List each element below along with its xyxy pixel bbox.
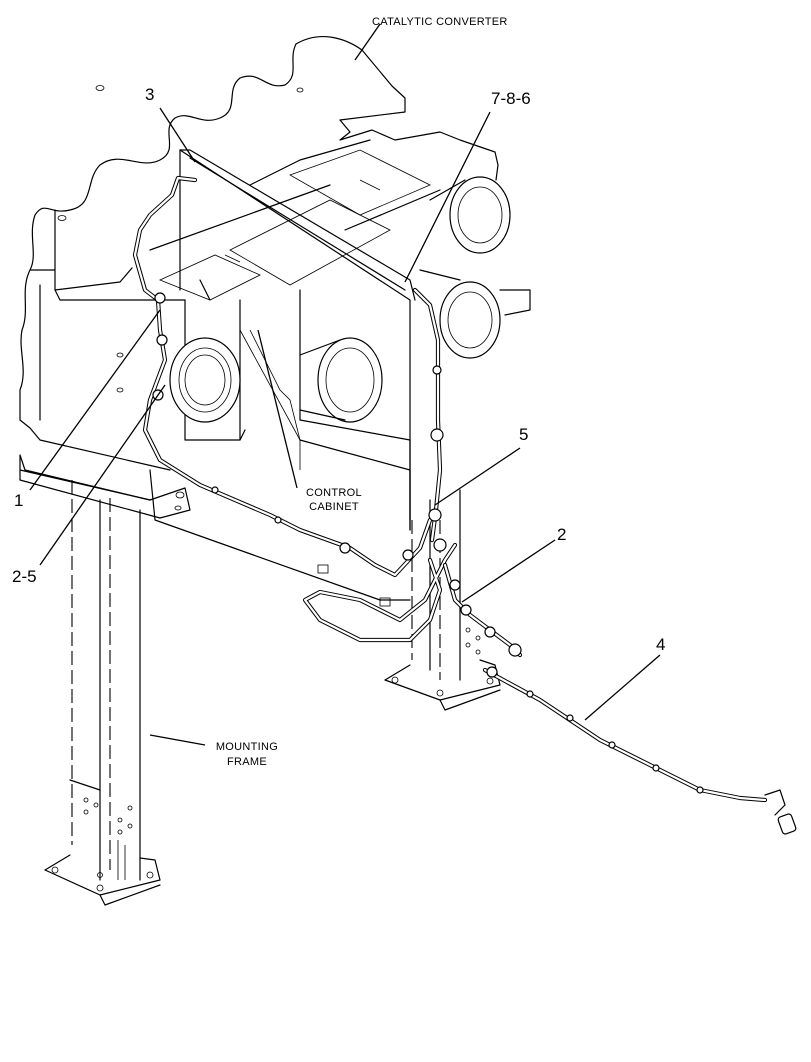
control-cabinet	[149, 439, 411, 607]
wiring-harness	[132, 175, 797, 835]
leader-2-5	[39, 384, 166, 566]
left-cross-beam	[19, 454, 191, 519]
leader-1	[29, 309, 161, 491]
callout-leaders	[29, 23, 661, 746]
callout-2-5: 2-5	[12, 567, 37, 586]
leader-mounting-frame	[149, 734, 206, 746]
leader-2	[461, 539, 556, 603]
leader-control-cabinet	[257, 329, 298, 489]
catalytic-converter-label: CATALYTIC CONVERTER	[372, 16, 508, 28]
control-cabinet-label-line2: CABINET	[309, 501, 359, 513]
callout-5: 5	[519, 425, 529, 444]
mounting-frame-right-post	[384, 489, 501, 711]
callout-4: 4	[656, 635, 666, 654]
leader-5	[434, 447, 521, 506]
callout-3: 3	[145, 85, 155, 104]
callout-1: 1	[14, 491, 24, 510]
leader-7-8-6	[404, 111, 491, 283]
mounting-frame-label-line1: MOUNTING	[215, 741, 279, 753]
control-cabinet-label-line1: CONTROL	[306, 487, 362, 499]
mounting-frame-label-line2: FRAME	[227, 756, 267, 768]
leader-catalytic-converter	[354, 23, 381, 61]
callout-7-8-6: 7-8-6	[491, 89, 531, 108]
catalytic-converter-housing	[19, 36, 499, 531]
leader-3	[159, 107, 196, 163]
leader-4	[584, 654, 661, 721]
exhaust-flanges	[169, 176, 531, 423]
mounting-frame-left-post	[44, 480, 161, 906]
callout-2: 2	[557, 525, 567, 544]
